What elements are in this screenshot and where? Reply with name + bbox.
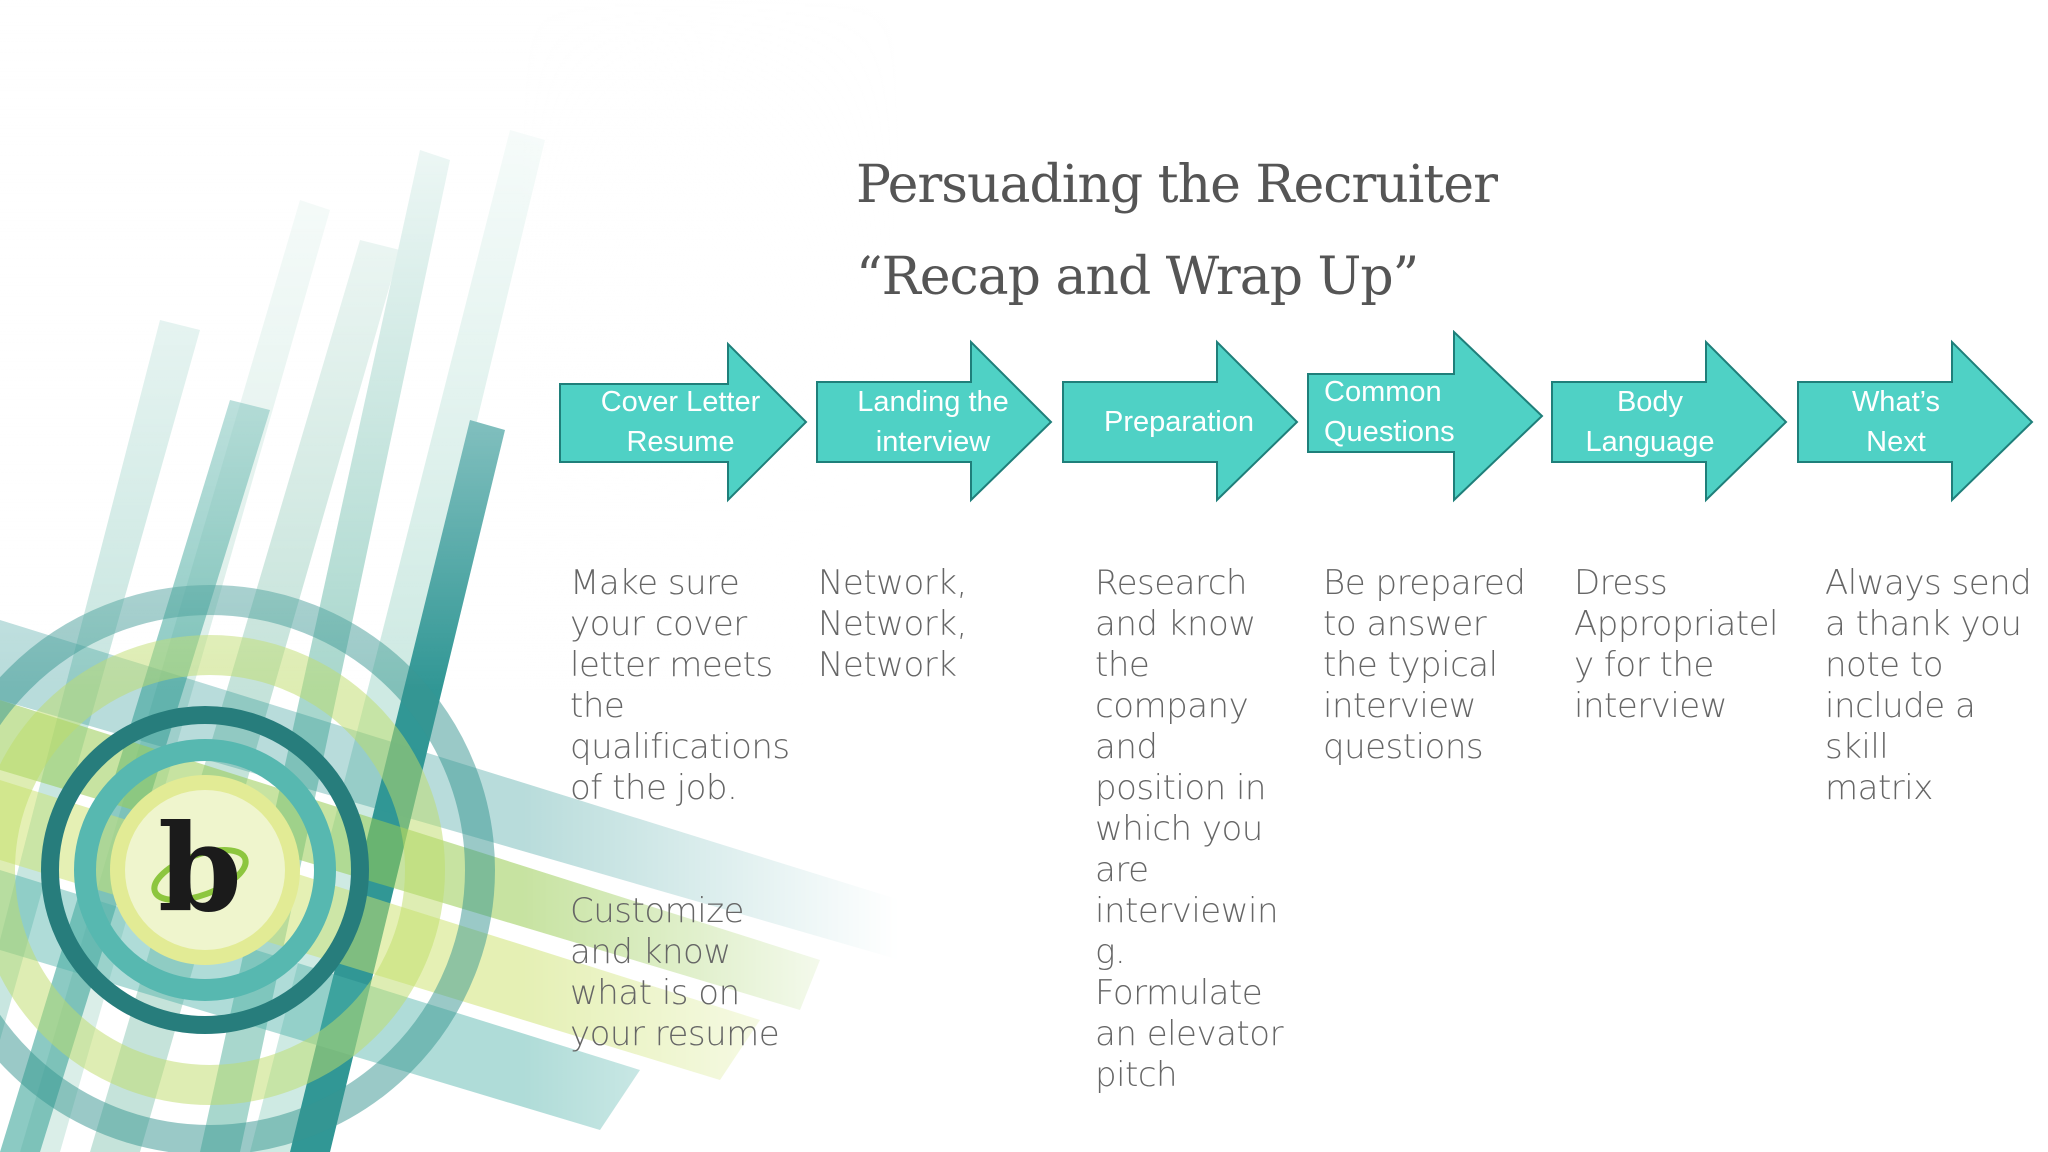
step-text-preparation: Research and know the company and positi… — [1095, 522, 1284, 1152]
step-paragraph: Make sure your cover letter meets the qu… — [570, 563, 790, 808]
step-paragraph: Always send a thank you note to include … — [1825, 563, 2032, 808]
step-paragraph: Research and know the company and positi… — [1095, 563, 1284, 1095]
step-text-cover-letter: Make sure your cover letter meets the qu… — [570, 522, 790, 1137]
decorative-background-graphic: b — [0, 0, 900, 1152]
svg-text:b: b — [158, 798, 242, 939]
step-paragraph: Dress Appropriatel y for the interview — [1574, 563, 1779, 726]
arrow-label: Landing the interview — [857, 386, 1009, 458]
step-paragraph: Be prepared to answer the typical interv… — [1323, 563, 1526, 767]
arrow-label: What’s Next — [1851, 386, 1941, 458]
step-text-whats-next: Always send a thank you note to include … — [1825, 522, 2048, 891]
process-arrow-whats-next: What’s Next — [1796, 338, 2046, 506]
process-arrow-preparation: Preparation — [1061, 338, 1311, 506]
process-arrow-common-questions: Common Questions — [1306, 330, 1556, 503]
process-arrow-cover-letter: Cover Letter Resume — [558, 338, 808, 506]
step-text-landing-interview: Network, Network, Network — [818, 522, 967, 768]
step-paragraph: Customize and know what is on your resum… — [570, 891, 780, 1054]
step-paragraph: Network, Network, Network — [818, 563, 967, 685]
slide-subtitle: “Recap and Wrap Up” — [856, 247, 1419, 307]
arrow-label: Body Language — [1585, 386, 1715, 458]
step-text-common-questions: Be prepared to answer the typical interv… — [1323, 522, 1526, 850]
step-text-body-language: Dress Appropriatel y for the interview — [1574, 522, 1779, 809]
slide-title: Persuading the Recruiter — [856, 155, 1498, 215]
arrow-label: Preparation — [1104, 406, 1254, 438]
process-arrow-body-language: Body Language — [1550, 338, 1800, 506]
arrow-label: Cover Letter Resume — [600, 386, 761, 458]
process-arrow-landing-interview: Landing the interview — [815, 338, 1065, 506]
arrow-label: Common Questions — [1324, 376, 1455, 448]
b-letter-logo: b — [151, 798, 249, 939]
